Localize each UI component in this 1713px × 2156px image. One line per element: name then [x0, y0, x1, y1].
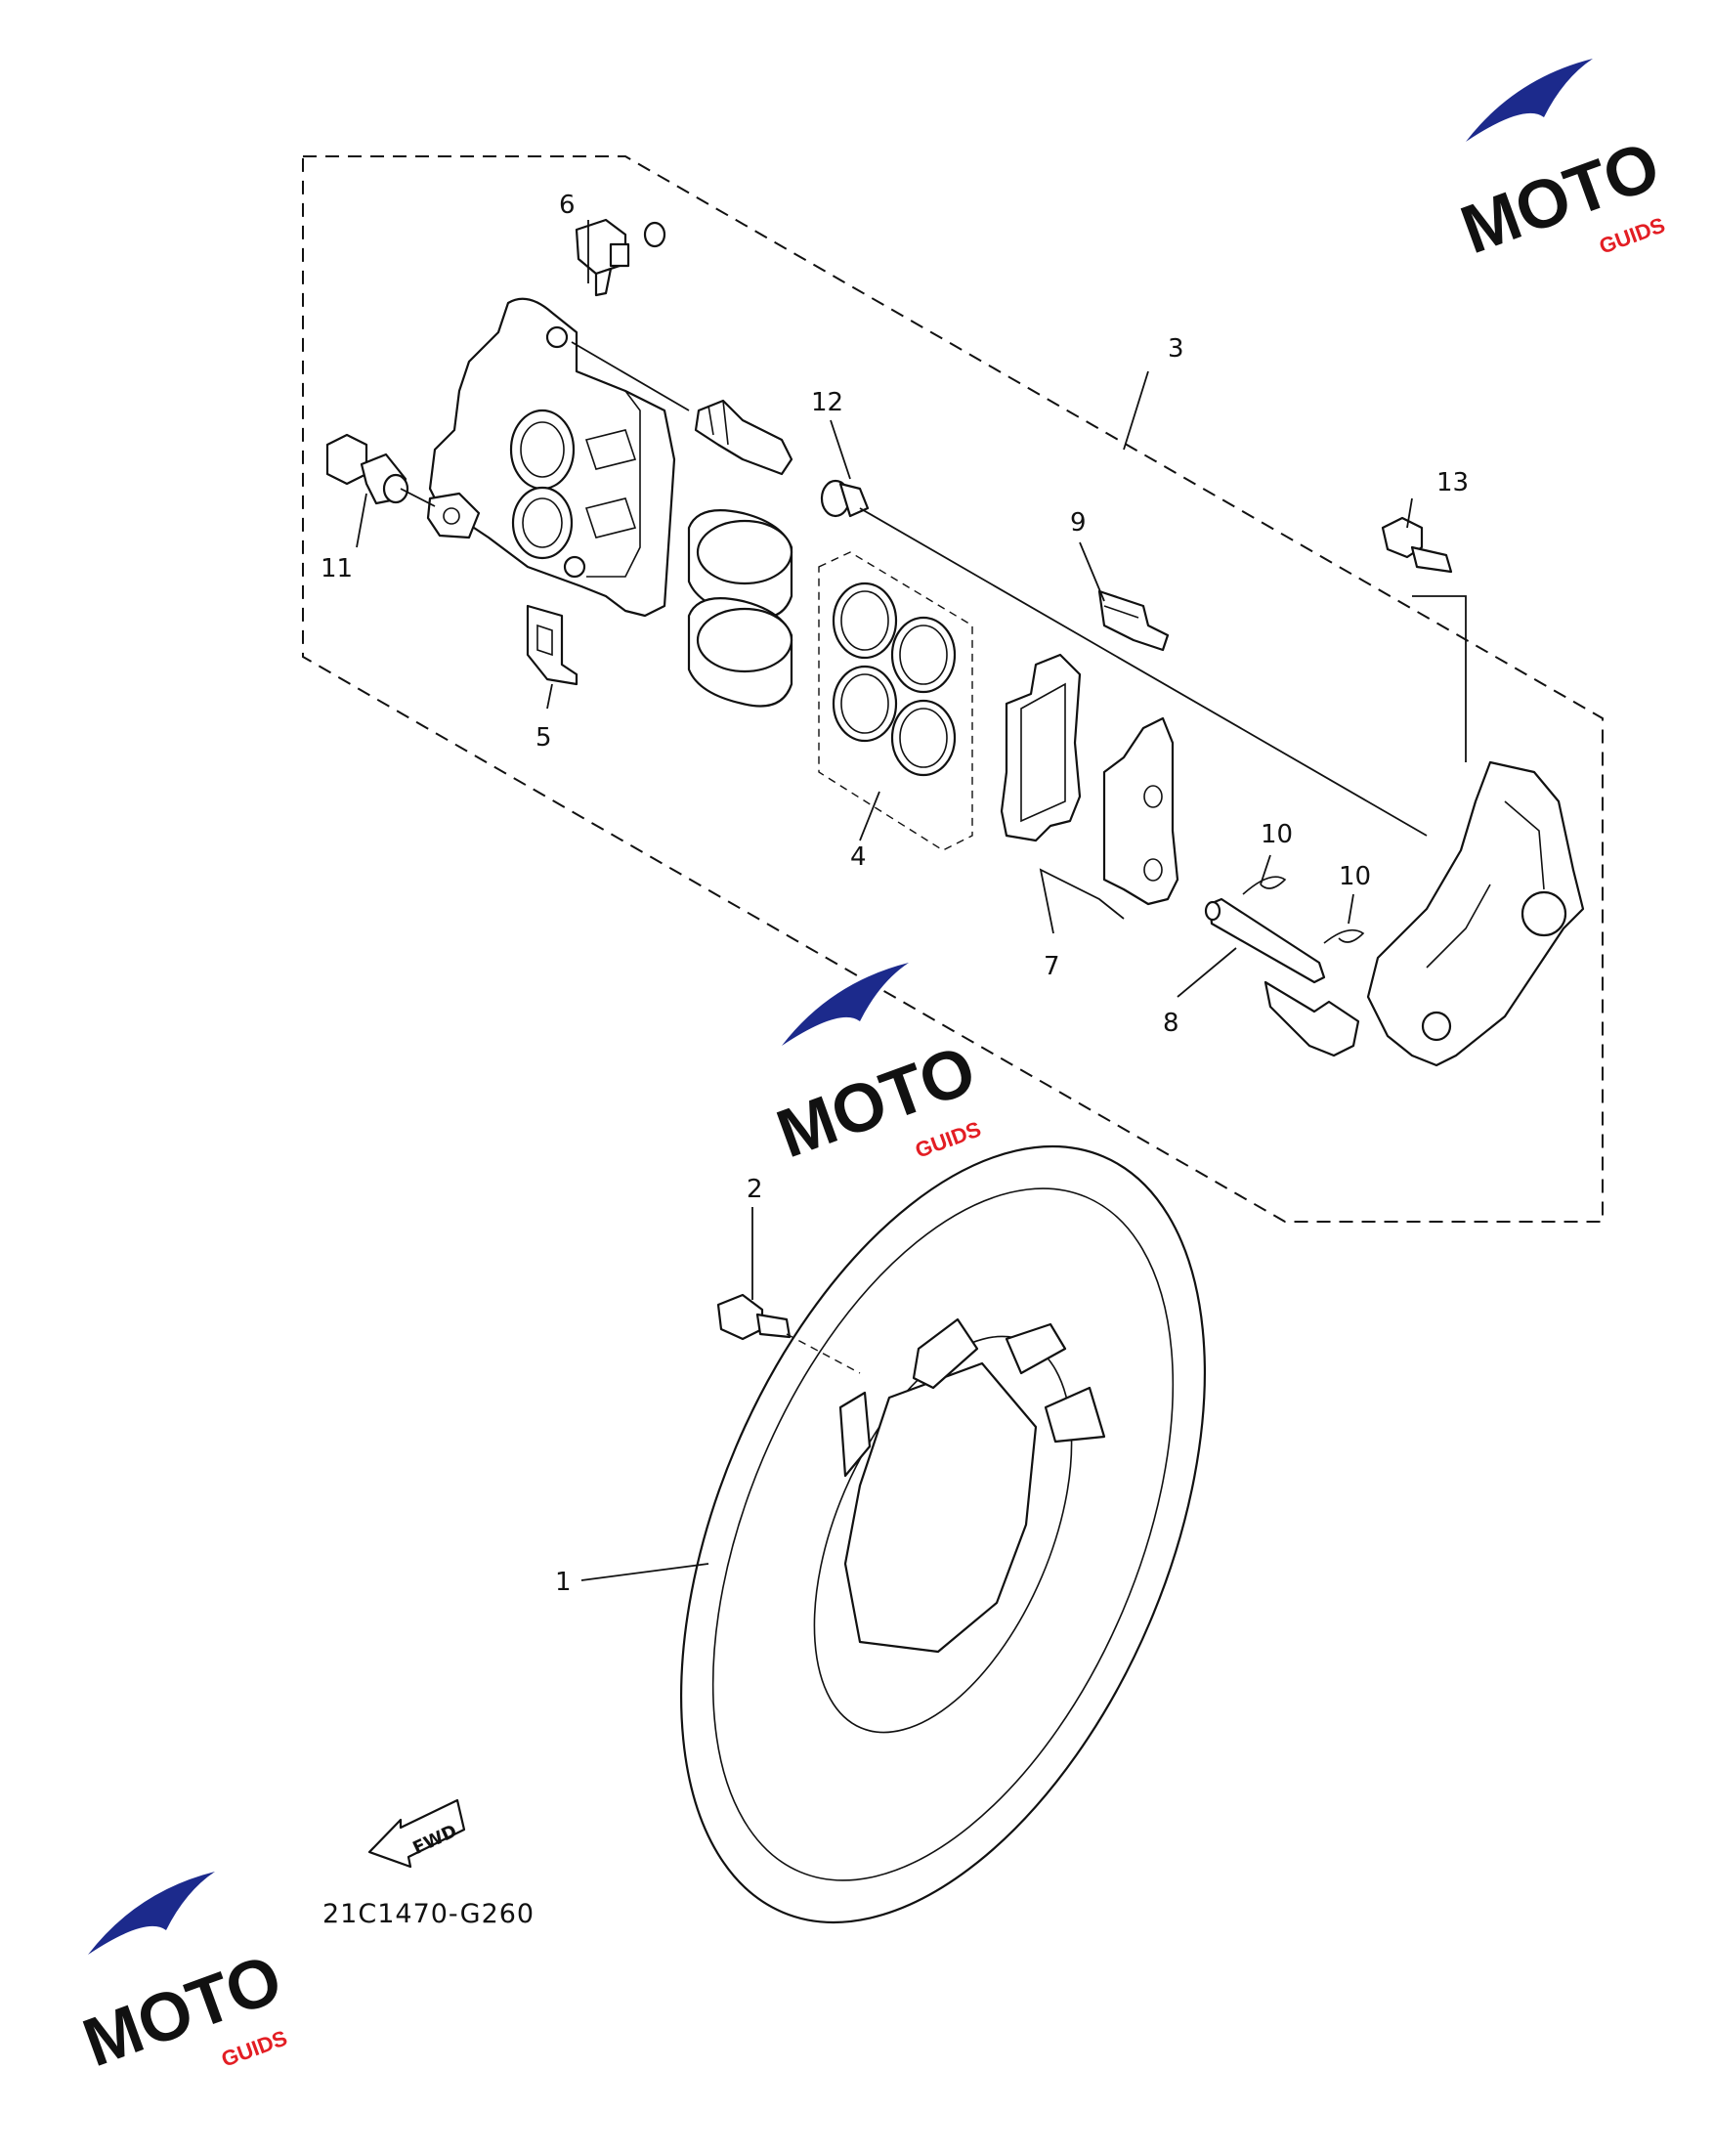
callout-6: 6	[559, 191, 576, 220]
callout-5: 5	[535, 723, 552, 753]
brake-pads	[1000, 653, 1179, 906]
assembly-lines	[400, 341, 1467, 1374]
watermark-logo-top-right: MOTO GUIDS	[1451, 59, 1669, 268]
callout-3: 3	[1168, 334, 1184, 364]
callout-9: 9	[1070, 508, 1087, 538]
watermark-logo-bottom-left: MOTO GUIDS	[73, 1872, 291, 2081]
watermark-logo-center: MOTO GUIDS	[767, 963, 985, 1172]
watermark-swoosh	[88, 1872, 215, 1955]
callout-11: 11	[321, 554, 353, 583]
callout-leaders	[356, 220, 1413, 1581]
callout-10b: 10	[1339, 862, 1371, 891]
pad-spring-5	[526, 604, 578, 686]
pistons	[687, 509, 793, 708]
callout-4: 4	[850, 842, 867, 872]
brake-disc	[680, 1144, 1206, 1924]
caliper-bracket	[1366, 760, 1585, 1067]
slide-pin-lower	[1263, 980, 1360, 1057]
fwd-arrow: FWD	[367, 1798, 466, 1869]
pad-support-9	[1097, 589, 1170, 652]
callout-labels: 1 2 3 4 5 6 7 8 9 10 10 11 12 13	[321, 191, 1469, 1597]
pin-clips	[1242, 876, 1365, 944]
callout-12: 12	[811, 388, 843, 417]
bleed-screw	[575, 218, 666, 297]
disc-bolt-2	[716, 1293, 792, 1341]
callout-2: 2	[747, 1175, 763, 1204]
bushing-12	[820, 479, 870, 518]
callout-7: 7	[1044, 952, 1060, 981]
bracket-bolt-13	[1381, 516, 1453, 574]
seal-kit	[818, 551, 973, 851]
slide-pin-upper	[694, 399, 793, 476]
callout-1: 1	[555, 1568, 572, 1597]
watermark-swoosh	[782, 963, 909, 1046]
callout-13: 13	[1436, 468, 1469, 497]
assembly-outline-3	[302, 155, 1604, 1223]
callout-10a: 10	[1261, 820, 1293, 849]
watermark-swoosh	[1466, 59, 1593, 142]
caliper-bolt-11	[325, 433, 409, 505]
drawing-code: 21C1470-G260	[322, 1899, 535, 1929]
caliper-body	[426, 297, 676, 618]
callout-8: 8	[1163, 1009, 1179, 1038]
pad-pin-8	[1204, 897, 1326, 984]
